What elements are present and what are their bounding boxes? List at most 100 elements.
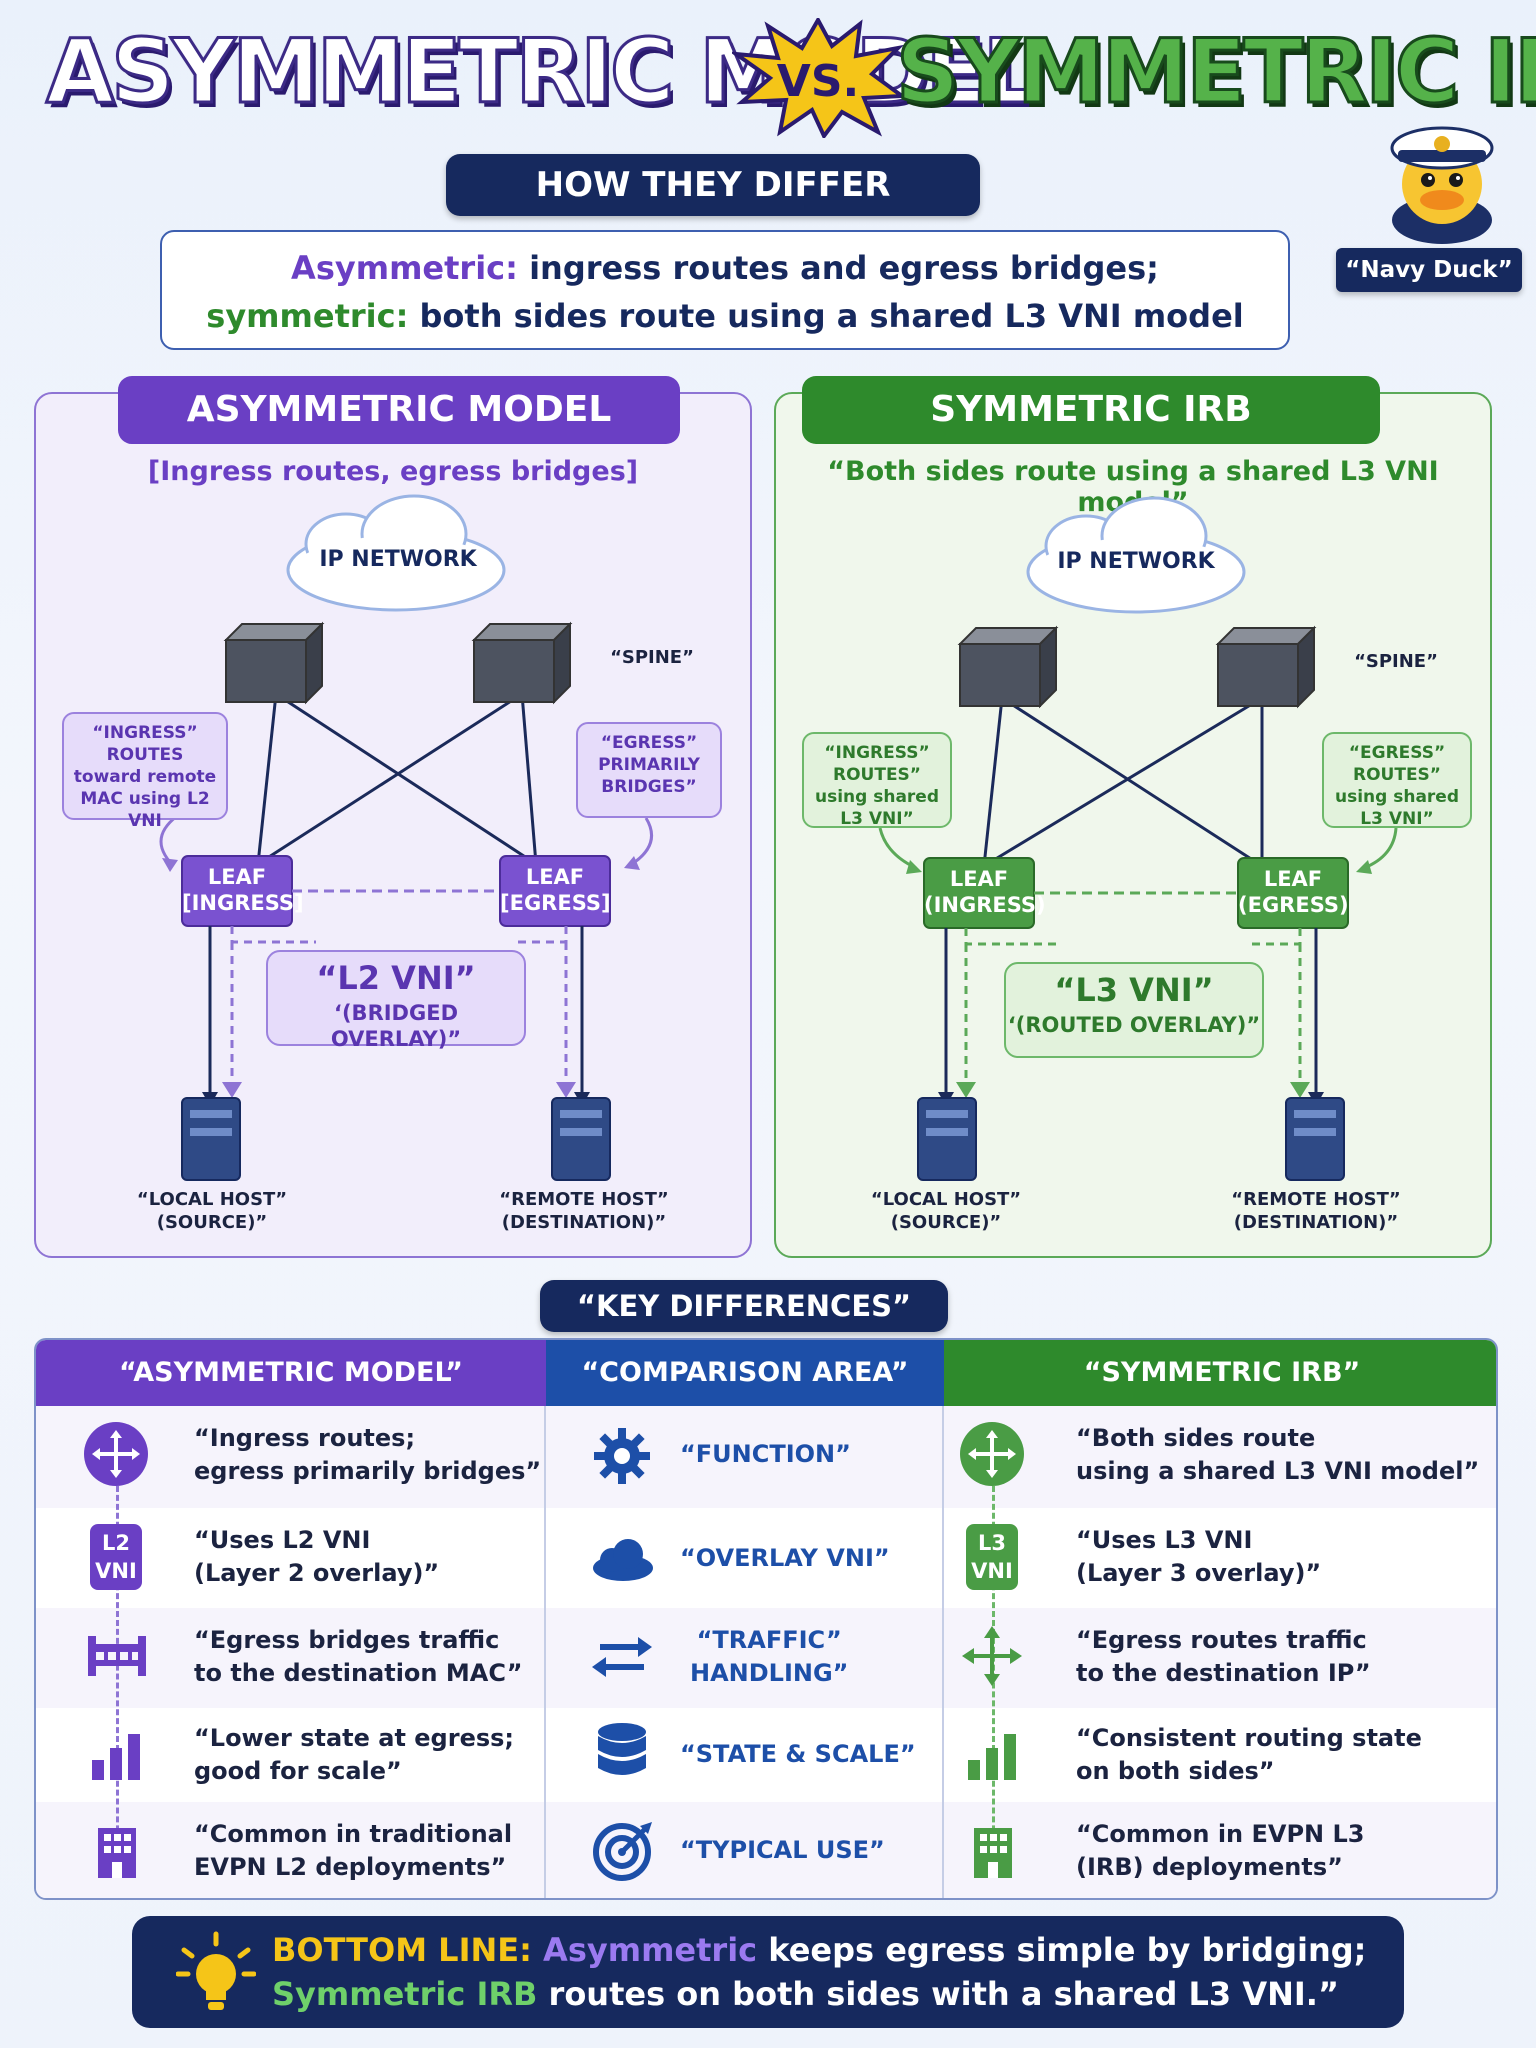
leaf-ingress-label: LEAF (INGRESS) <box>924 866 1046 918</box>
leaf-ingress-role: (INGRESS) <box>924 893 1046 917</box>
spine-label: “SPINE” <box>610 647 694 668</box>
text-line: “Common in traditional <box>194 1820 513 1848</box>
leaf-egress-icon <box>499 855 611 927</box>
symmetric-panel: SYMMETRIC IRB “Both sides route using a … <box>774 376 1492 1258</box>
asym-state-text: “Lower state at egress;good for scale” <box>194 1722 514 1788</box>
text-line: using a shared L3 VNI model” <box>1076 1457 1480 1485</box>
leaf-ingress-role: [INGRESS] <box>182 891 304 915</box>
leaf-ingress-label: LEAF [INGRESS] <box>182 864 304 916</box>
spine-switch-right-icon <box>471 621 573 705</box>
text-line: HANDLING” <box>690 1659 849 1687</box>
text-line: “Common in EVPN L3 <box>1076 1820 1365 1848</box>
l3-vni-title: “L3 VNI” <box>1054 971 1214 1009</box>
text-line: “TRAFFIC” <box>696 1626 842 1654</box>
remote-host-label: “REMOTE HOST” (DESTINATION)” <box>484 1188 684 1234</box>
navy-duck-mascot-icon <box>1390 126 1494 244</box>
leaf-egress-title: LEAF <box>1263 867 1323 891</box>
col-head-asymmetric: “ASYMMETRIC MODEL” <box>36 1340 546 1406</box>
intro-sym-lead: symmetric: <box>206 297 409 335</box>
local-host-role: (SOURCE)” <box>156 1212 268 1233</box>
bottom-line-asym: Asymmetric <box>543 1931 758 1969</box>
asym-overlay-text: “Uses L2 VNI (Layer 2 overlay)” <box>194 1524 439 1590</box>
area-function: “FUNCTION” <box>680 1440 851 1468</box>
sym-typical-use-text: “Common in EVPN L3 (IRB) deployments” <box>1076 1818 1364 1884</box>
text-line: to the destination MAC” <box>194 1659 523 1687</box>
text-line: “Egress bridges traffic <box>194 1626 500 1654</box>
bottom-line-part1: keeps egress simple by bridging; <box>768 1931 1367 1969</box>
text-line: “Uses L2 VNI <box>194 1526 371 1554</box>
sym-function-text: “Both sides route using a shared L3 VNI m… <box>1076 1422 1479 1488</box>
ingress-routes-callout: “INGRESS” ROUTES toward remote MAC using… <box>62 712 228 831</box>
leaf-egress-title: LEAF <box>525 865 585 889</box>
target-icon <box>593 1822 652 1881</box>
remote-host-server-icon <box>551 1097 611 1181</box>
area-overlay-vni: “OVERLAY VNI” <box>680 1544 890 1572</box>
text-line: “Both sides route <box>1076 1424 1316 1452</box>
l2-vni-title: “L2 VNI” <box>316 959 476 997</box>
l3-vni-box: “L3 VNI” ‘(ROUTED OVERLAY)” <box>1004 962 1264 1058</box>
asymmetric-topology-diagram <box>159 494 654 1181</box>
key-differences-table: “ASYMMETRIC MODEL” “COMPARISON AREA” “SY… <box>34 1338 1498 1900</box>
badge-line: VNI <box>95 1559 137 1583</box>
area-state-scale: “STATE & SCALE” <box>680 1740 916 1768</box>
local-host-label: “LOCAL HOST” (SOURCE)” <box>856 1188 1036 1234</box>
title-symmetric: SYMMETRIC IRB <box>895 20 1536 123</box>
leaf-egress-role: [EGRESS] <box>500 891 611 915</box>
leaf-egress-icon <box>1237 857 1349 929</box>
router-icon <box>84 1422 148 1486</box>
lightbulb-icon <box>176 1931 256 2010</box>
intro-asym-text: ingress routes and egress bridges; <box>529 249 1159 287</box>
asym-traffic-text: “Egress bridges traffic to the destinatio… <box>194 1624 523 1690</box>
how-they-differ-banner: HOW THEY DIFFER <box>446 154 980 216</box>
intro-asym-lead: Asymmetric: <box>291 249 518 287</box>
text-line: (IRB) deployments” <box>1076 1853 1343 1881</box>
intro-summary: Asymmetric: ingress routes and egress br… <box>160 230 1290 350</box>
asym-function-text: “Ingress routes;egress primarily bridges… <box>194 1422 541 1488</box>
key-differences-banner: “KEY DIFFERENCES” <box>540 1280 948 1332</box>
local-host-server-icon <box>917 1097 977 1181</box>
col-head-symmetric: “SYMMETRIC IRB” <box>944 1340 1496 1406</box>
symmetric-panel-title: SYMMETRIC IRB <box>802 376 1380 444</box>
local-host-label: “LOCAL HOST” (SOURCE)” <box>122 1188 302 1234</box>
spine-switch-right-icon <box>1215 625 1317 709</box>
asym-icon-connector <box>116 1486 119 1876</box>
column-divider <box>942 1406 944 1898</box>
bottom-line-label: BOTTOM LINE: <box>272 1931 532 1969</box>
text-line: egress primarily bridges” <box>194 1457 542 1485</box>
ingress-routes-callout: “INGRESS” ROUTES” using shared L3 VNI” <box>802 732 952 829</box>
text-line: (Layer 2 overlay)” <box>194 1559 440 1587</box>
router-icon <box>960 1422 1024 1486</box>
mascot-caption: “Navy Duck” <box>1336 248 1522 292</box>
remote-host-server-icon <box>1285 1097 1345 1181</box>
badge-line: VNI <box>971 1559 1013 1583</box>
col-head-comparison: “COMPARISON AREA” <box>546 1340 944 1406</box>
ip-network-label: IP NETWORK <box>1057 549 1215 574</box>
leaf-ingress-title: LEAF <box>949 867 1009 891</box>
building-icon <box>974 1828 1012 1878</box>
gear-icon <box>594 1428 650 1484</box>
bottom-line-part2: routes on both sides with a shared L3 VN… <box>548 1975 1339 2013</box>
bottom-line-banner: BOTTOM LINE: Asymmetric keeps egress sim… <box>132 1916 1404 2028</box>
egress-routes-callout: “EGRESS” ROUTES” using shared L3 VNI” <box>1322 732 1472 829</box>
bridge-icon <box>88 1636 146 1676</box>
text-line: to the destination IP” <box>1076 1659 1371 1687</box>
database-icon <box>598 1723 646 1775</box>
spine-label: “SPINE” <box>1354 651 1438 672</box>
l3-vni-subtitle: ‘(ROUTED OVERLAY)” <box>1007 1013 1261 1037</box>
remote-host-role: (DESTINATION)” <box>1233 1212 1399 1233</box>
spine-switch-left-icon <box>223 621 325 705</box>
text-line: “Uses L3 VNI <box>1076 1526 1253 1554</box>
row-stripe <box>36 1406 1496 1508</box>
bottom-line-sym: Symmetric IRB <box>272 1975 538 2013</box>
badge-line: L3 <box>978 1531 1006 1555</box>
text-line: (Layer 3 overlay)” <box>1076 1559 1322 1587</box>
sym-overlay-text: “Uses L3 VNI (Layer 3 overlay)” <box>1076 1524 1321 1590</box>
row-stripe <box>36 1708 1496 1802</box>
ip-network-label: IP NETWORK <box>319 547 477 572</box>
text-line: “Lower state at egress; <box>194 1724 515 1752</box>
l2-vni-box: “L2 VNI” ‘(BRIDGED OVERLAY)” <box>266 950 526 1051</box>
